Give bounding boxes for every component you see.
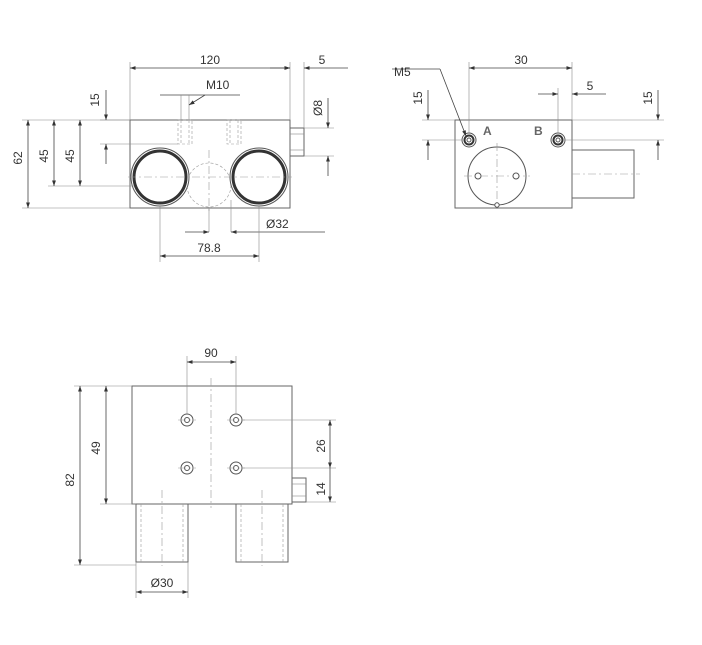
dim-bore-dia: Ø32 bbox=[266, 217, 289, 231]
dim-port-offset: 5 bbox=[587, 79, 594, 93]
dim-fitting-dia: Ø8 bbox=[311, 100, 325, 116]
dim-right-height: 15 bbox=[641, 91, 655, 105]
dim-body-depth: 49 bbox=[89, 441, 103, 455]
bottom-body bbox=[131, 385, 293, 505]
dim-bore-height-left: 45 bbox=[37, 149, 51, 163]
port-a-label: A bbox=[483, 124, 492, 138]
dim-height: 62 bbox=[11, 151, 25, 165]
bottom-fitting bbox=[291, 477, 307, 503]
front-fitting bbox=[289, 127, 305, 157]
dim-port-spacing: 30 bbox=[514, 53, 528, 67]
thread-label: M10 bbox=[206, 78, 230, 92]
dim-bore-spacing: 78.8 bbox=[197, 241, 221, 255]
side-thread-label: M5 bbox=[394, 65, 411, 79]
dim-fitting-offset: 5 bbox=[319, 53, 326, 67]
port-b-label: B bbox=[534, 124, 543, 138]
dim-hole-row: 26 bbox=[314, 439, 328, 453]
dim-width: 120 bbox=[200, 53, 220, 67]
dim-bore-height-right: 45 bbox=[63, 149, 77, 163]
dim-thread-depth: 15 bbox=[88, 93, 102, 107]
dim-left-height: 15 bbox=[411, 91, 425, 105]
side-view: A B M5 30 5 15 15 bbox=[392, 53, 664, 209]
front-view: 120 5 M10 15 62 45 45 Ø8 bbox=[11, 53, 348, 262]
port-a bbox=[461, 132, 477, 148]
bottom-hole-4 bbox=[229, 461, 243, 475]
dim-shaft-dia: Ø30 bbox=[151, 576, 174, 590]
port-b bbox=[550, 132, 566, 148]
thread-hole-left bbox=[177, 119, 193, 145]
bottom-view: 90 82 49 26 14 Ø30 bbox=[63, 346, 336, 598]
dim-hole-spacing: 90 bbox=[204, 346, 218, 360]
dim-fitting-position: 14 bbox=[314, 482, 328, 496]
thread-hole-right bbox=[226, 119, 242, 145]
dim-total-length: 82 bbox=[63, 473, 77, 487]
bottom-hole-2 bbox=[229, 413, 243, 427]
